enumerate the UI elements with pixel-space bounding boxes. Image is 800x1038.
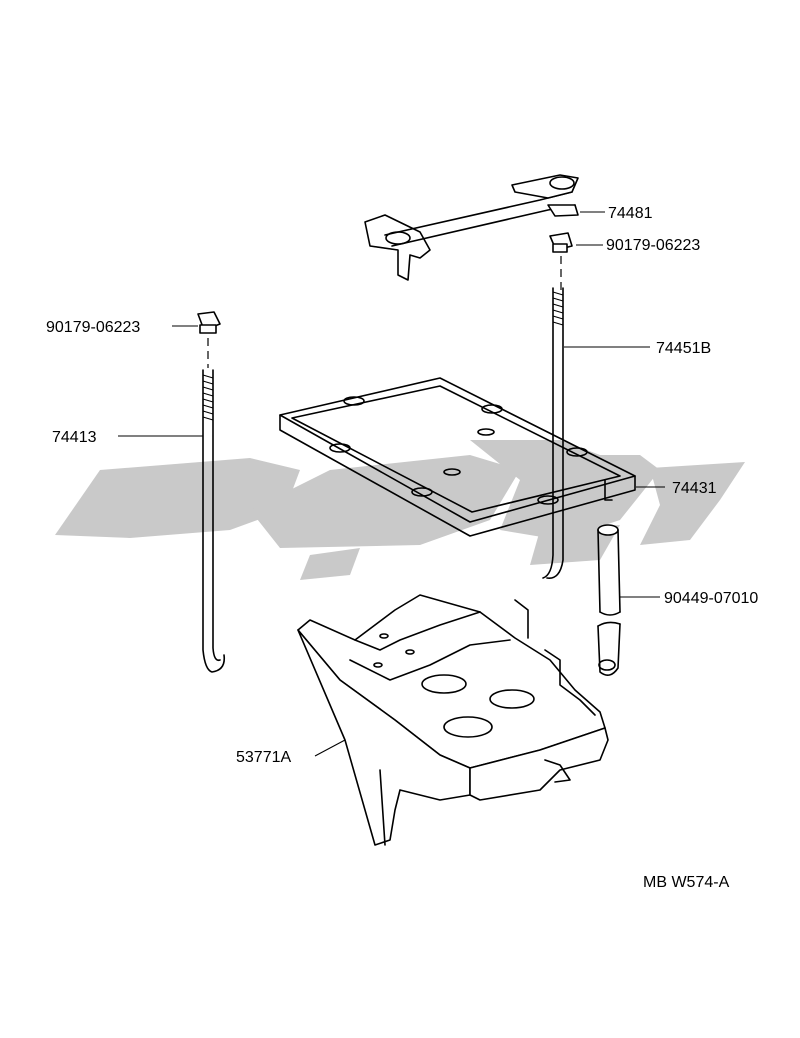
nut-right-part	[549, 232, 573, 290]
part-label-tray: 53771A	[236, 749, 291, 766]
part-label-tube: 90449-07010	[664, 590, 758, 607]
rod-left-part	[202, 369, 226, 673]
leader-lines	[118, 211, 665, 757]
part-label-frame: 74431	[672, 480, 717, 497]
part-label-rod-right: 74451B	[656, 340, 711, 357]
rod-right-part	[542, 287, 564, 579]
nut-left-part	[197, 311, 221, 368]
watermark-logo	[55, 440, 745, 580]
part-label-rod-left: 74413	[52, 429, 97, 446]
part-label-bracket-clamp: 74481	[608, 205, 653, 222]
frame-part	[279, 377, 636, 537]
part-label-nut-left: 90179-06223	[46, 319, 140, 336]
bracket-clamp-part	[364, 174, 579, 281]
part-label-nut-right: 90179-06223	[606, 237, 700, 254]
tray-part	[297, 594, 609, 846]
diagram-reference-code: MB W574-A	[643, 874, 730, 891]
tube-part	[597, 524, 621, 676]
